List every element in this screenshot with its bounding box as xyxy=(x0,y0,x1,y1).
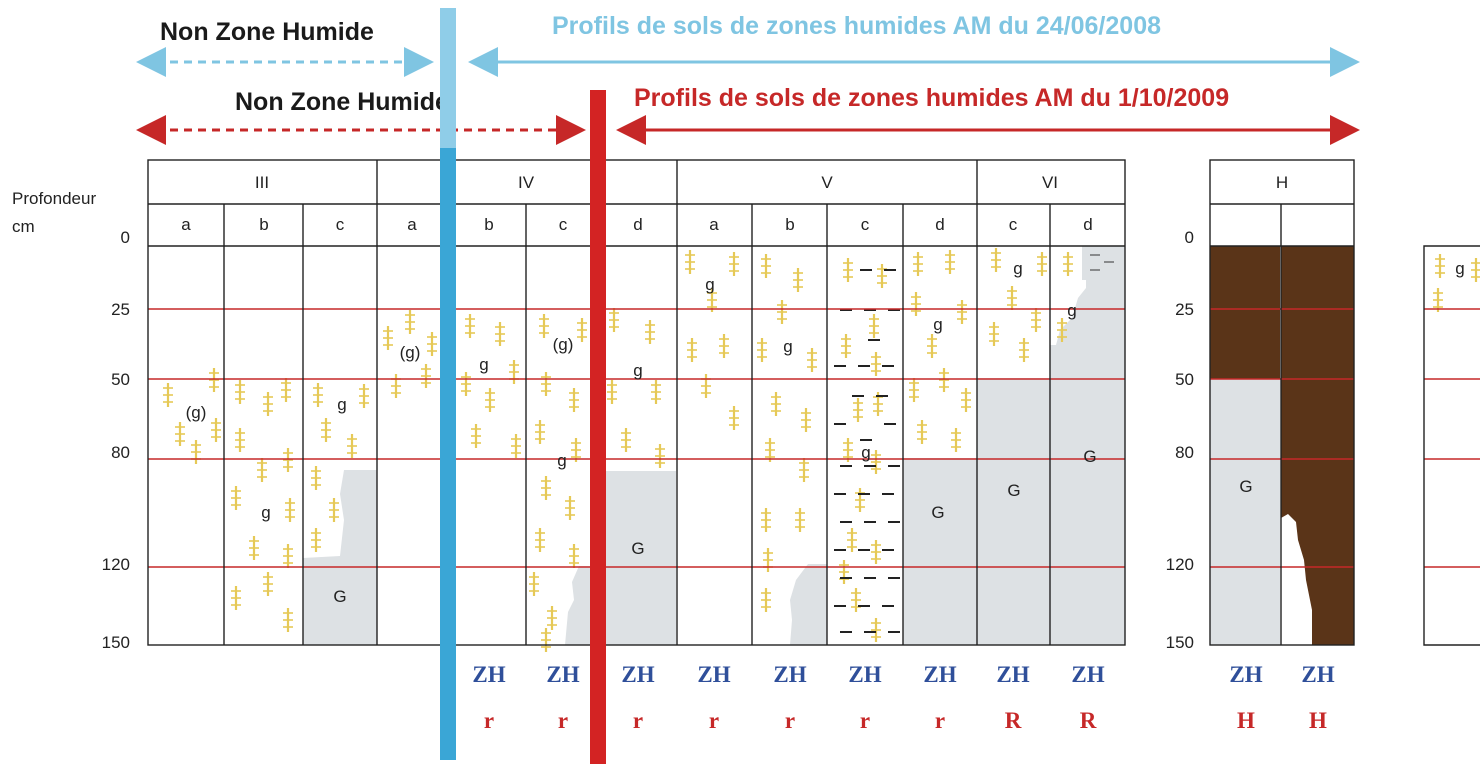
class-letter: r xyxy=(633,708,643,733)
mark-g: g xyxy=(783,337,792,356)
class-letter: r xyxy=(860,708,870,733)
mark-g-paren: (g) xyxy=(186,403,207,422)
depth-tick: 80 xyxy=(111,443,130,462)
depth-tick: 80 xyxy=(1175,443,1194,462)
depth-tick: 0 xyxy=(1185,228,1194,247)
blue-regulation-title: Profils de sols de zones humides AM du 2… xyxy=(552,12,1161,40)
clay-dashes xyxy=(834,269,900,633)
depth-lines xyxy=(148,308,1480,568)
zh-label: ZH xyxy=(472,662,505,687)
mark-G: G xyxy=(1083,447,1096,466)
class-header-h: H xyxy=(1276,173,1288,192)
class-header-v: V xyxy=(821,173,833,192)
subclass-header: c xyxy=(559,215,568,234)
mark-g: g xyxy=(1067,301,1076,320)
depth-tick: 0 xyxy=(121,228,130,247)
subclass-header: d xyxy=(1083,215,1092,234)
depth-tick: 150 xyxy=(1166,633,1194,652)
class-header-iii: III xyxy=(255,173,269,192)
zh-label: ZH xyxy=(697,662,730,687)
mark-g: g xyxy=(479,355,488,374)
zh-label: ZH xyxy=(996,662,1029,687)
subclass-header: b xyxy=(259,215,268,234)
mark-g: g xyxy=(557,451,566,470)
depth-tick: 50 xyxy=(111,370,130,389)
subclass-headers: a b c a b c d a b c d c d xyxy=(181,215,1092,234)
mark-g: g xyxy=(1013,259,1022,278)
subclass-header: d xyxy=(935,215,944,234)
class-letter: r xyxy=(785,708,795,733)
zh-label: ZH xyxy=(621,662,654,687)
mark-g: g xyxy=(261,503,270,522)
depth-tick: 150 xyxy=(102,633,130,652)
class-letter: r xyxy=(484,708,494,733)
mark-g: g xyxy=(861,443,870,462)
depth-ticks-left: 0 25 50 80 120 150 xyxy=(102,228,130,652)
blue-band xyxy=(440,148,456,760)
class-letter-labels: r r r r r r r R R H H xyxy=(484,708,1327,733)
zh-label: ZH xyxy=(1229,662,1262,687)
subclass-header: c xyxy=(1009,215,1018,234)
mark-G: G xyxy=(1239,477,1252,496)
mark-g-paren: (g) xyxy=(400,343,421,362)
depth-tick: 120 xyxy=(102,555,130,574)
subclass-header: a xyxy=(407,215,417,234)
red-band xyxy=(590,90,606,764)
blue-band-top xyxy=(440,8,456,148)
depth-axis-unit: cm xyxy=(12,217,35,236)
depth-tick: 50 xyxy=(1175,370,1194,389)
subclass-header: d xyxy=(633,215,642,234)
mark-g: g xyxy=(1455,259,1464,278)
subclass-header: c xyxy=(336,215,345,234)
profile-marks: (g) g g G (g) g (g) g g G g g g g G g G … xyxy=(186,259,1465,606)
zh-label: ZH xyxy=(923,662,956,687)
mark-g: g xyxy=(337,395,346,414)
histosol-profile xyxy=(1210,246,1354,645)
class-headers: III IV V VI H xyxy=(255,173,1288,192)
subclass-header: a xyxy=(181,215,191,234)
depth-tick: 25 xyxy=(111,300,130,319)
zh-label: ZH xyxy=(848,662,881,687)
mark-g: g xyxy=(633,361,642,380)
gley-zones xyxy=(303,246,1125,645)
class-letter: H xyxy=(1309,708,1327,733)
mark-G: G xyxy=(1007,481,1020,500)
mark-g: g xyxy=(705,275,714,294)
red-regulation-title: Profils de sols de zones humides AM du 1… xyxy=(634,84,1229,112)
depth-tick: 120 xyxy=(1166,555,1194,574)
non-zone-humide-top-label: Non Zone Humide xyxy=(160,18,374,46)
mark-g: g xyxy=(933,315,942,334)
depth-axis-label: Profondeur xyxy=(12,189,96,208)
subclass-header: a xyxy=(709,215,719,234)
zh-label: ZH xyxy=(546,662,579,687)
subclass-header: b xyxy=(785,215,794,234)
subclass-header: b xyxy=(484,215,493,234)
mark-G: G xyxy=(931,503,944,522)
class-letter: r xyxy=(558,708,568,733)
zh-label: ZH xyxy=(1071,662,1104,687)
class-letter: R xyxy=(1005,708,1022,733)
zh-labels: ZH ZH ZH ZH ZH ZH ZH ZH ZH ZH ZH xyxy=(472,662,1334,687)
depth-tick: 25 xyxy=(1175,300,1194,319)
depth-ticks-right: 0 25 50 80 120 150 xyxy=(1166,228,1194,652)
class-letter: r xyxy=(709,708,719,733)
class-header-vi: VI xyxy=(1042,173,1058,192)
non-zone-humide-bottom-label: Non Zone Humide xyxy=(235,88,449,116)
mark-G: G xyxy=(631,539,644,558)
zh-label: ZH xyxy=(773,662,806,687)
mark-G: G xyxy=(333,587,346,606)
class-letter: r xyxy=(935,708,945,733)
zh-label: ZH xyxy=(1301,662,1334,687)
mark-g-paren: (g) xyxy=(553,335,574,354)
class-header-iv: IV xyxy=(518,173,535,192)
class-letter: H xyxy=(1237,708,1255,733)
class-letter: R xyxy=(1080,708,1097,733)
subclass-header: c xyxy=(861,215,870,234)
